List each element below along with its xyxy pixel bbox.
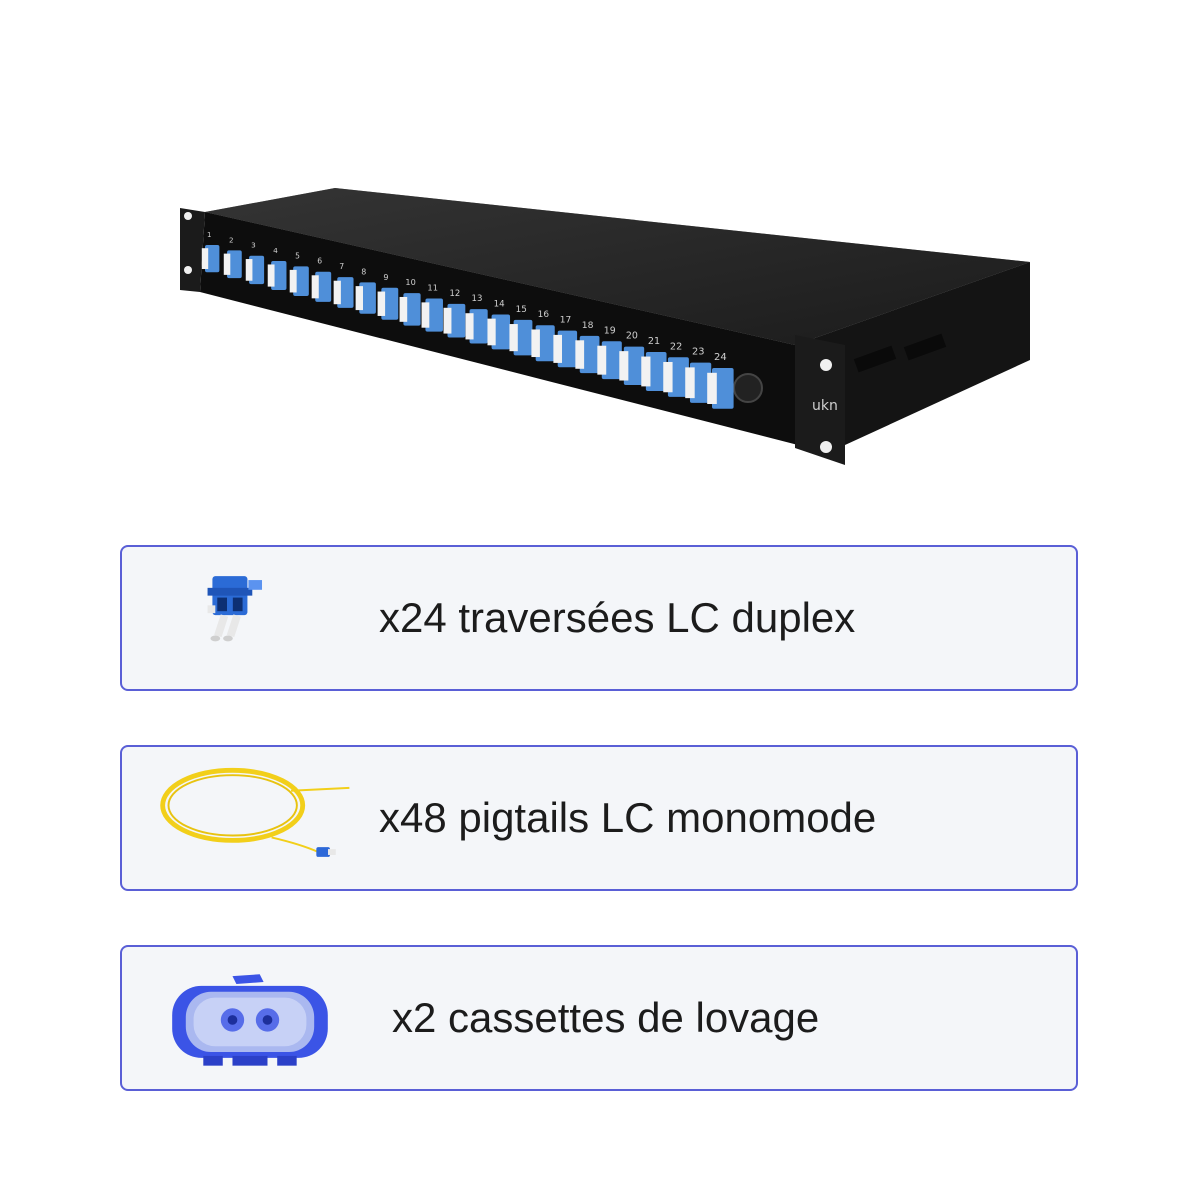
lc-adapter <box>293 266 309 296</box>
port-number-label: 20 <box>626 331 638 342</box>
lc-adapter <box>557 330 578 368</box>
lc-adapter <box>315 271 332 302</box>
dust-cap <box>487 318 496 346</box>
lc-adapter <box>645 351 667 391</box>
port-number-label: 2 <box>229 235 234 244</box>
dust-cap <box>267 264 275 287</box>
item-label: x48 pigtails LC monomode <box>379 794 877 841</box>
lc-adapter <box>381 287 399 320</box>
dust-cap <box>575 340 585 369</box>
dust-cap <box>399 296 408 322</box>
lc-adapter <box>712 368 734 409</box>
lc-adapter <box>535 325 555 362</box>
lc-adapter <box>403 293 421 326</box>
port-number-label: 5 <box>295 251 300 260</box>
dust-cap <box>201 248 209 269</box>
dust-cap <box>685 367 695 399</box>
dust-cap <box>245 259 253 281</box>
dust-cap <box>531 329 540 358</box>
lc-adapter <box>271 261 287 291</box>
dust-cap <box>509 324 518 352</box>
port-number-label: 24 <box>714 352 727 363</box>
dust-cap <box>663 361 673 393</box>
port-number-label: 9 <box>383 273 388 282</box>
port-number-label: 18 <box>582 320 594 331</box>
dust-cap <box>443 307 452 334</box>
port-number-label: 3 <box>251 241 256 250</box>
pigtail-cable-icon <box>160 767 350 857</box>
lc-adapter <box>425 298 443 332</box>
lc-adapter <box>447 303 466 338</box>
dust-cap <box>707 372 717 404</box>
port-number-label: 8 <box>361 267 366 276</box>
port-number-label: 23 <box>692 347 705 358</box>
dust-cap <box>311 275 319 299</box>
port-number-label: 7 <box>339 262 344 271</box>
lc-adapter <box>227 250 242 279</box>
lc-adapter <box>601 341 622 380</box>
port-number-label: 6 <box>317 257 322 266</box>
port-number-label: 16 <box>538 310 550 320</box>
lc-adapter <box>249 255 265 285</box>
port-number-label: 14 <box>494 300 506 310</box>
lc-adapter <box>623 346 645 386</box>
lc-adapter <box>337 277 354 308</box>
lc-adapter <box>689 362 712 403</box>
dust-cap <box>421 302 430 328</box>
port-number-label: 1 <box>207 231 211 239</box>
dust-cap <box>465 313 474 340</box>
item-label: x24 traversées LC duplex <box>379 594 856 641</box>
item-card-cassettes: x2 cassettes de lovage <box>120 945 1078 1091</box>
dust-cap <box>597 345 607 375</box>
lc-adapter <box>579 335 600 374</box>
dust-cap <box>223 253 231 275</box>
dust-cap <box>289 269 297 293</box>
port-number-label: 19 <box>604 325 616 336</box>
lc-adapter <box>667 357 689 397</box>
splice-cassette-icon <box>172 974 328 1066</box>
lc-duplex-adapter-icon <box>207 576 263 642</box>
dust-cap <box>619 351 629 381</box>
dust-cap <box>641 356 651 387</box>
port-number-label: 21 <box>648 336 660 347</box>
port-number-label: 11 <box>427 282 438 292</box>
port-number-label: 13 <box>472 294 483 304</box>
dust-cap <box>333 280 341 305</box>
port-number-label: 22 <box>670 341 682 352</box>
item-card-pigtails: x48 pigtails LC monomode <box>120 745 1078 891</box>
port-number-label: 10 <box>405 277 415 287</box>
item-card-adapters: x24 traversées LC duplex <box>120 545 1078 691</box>
port-number-label: 17 <box>560 316 572 326</box>
lc-adapter <box>205 245 220 273</box>
lc-adapter <box>491 314 511 350</box>
lc-adapter <box>359 282 376 314</box>
dust-cap <box>355 286 363 311</box>
lc-adapter <box>513 319 533 356</box>
port-number-label: 15 <box>516 305 527 315</box>
dust-cap <box>377 291 386 316</box>
dust-cap <box>553 334 563 363</box>
brand-logo: ukn <box>812 398 838 414</box>
port-number-label: 12 <box>449 288 460 298</box>
item-label: x2 cassettes de lovage <box>392 994 820 1041</box>
port-number-label: 4 <box>273 246 278 255</box>
lc-adapter <box>469 309 488 344</box>
